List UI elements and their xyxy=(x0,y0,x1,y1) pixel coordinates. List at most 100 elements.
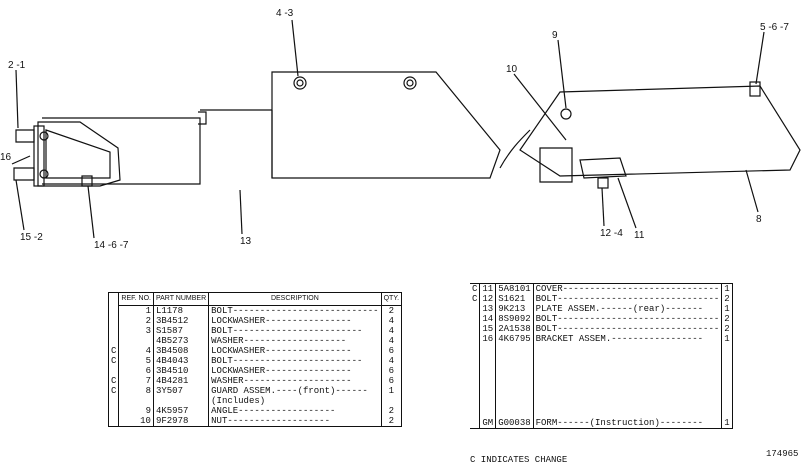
part-number: 4B4043 xyxy=(153,356,210,366)
callout-5-6-7: 5 -6 -7 xyxy=(760,22,789,33)
form-description: FORM------(Instruction)-------- xyxy=(533,418,723,429)
part-description: PLATE ASSEM.------(rear)------- xyxy=(533,304,723,314)
part-quantity xyxy=(381,396,401,406)
part-quantity: 1 xyxy=(388,386,395,396)
guard-center xyxy=(200,71,501,179)
part-description: LOCKWASHER---------------- xyxy=(208,346,382,356)
callout-15-2: 15 -2 xyxy=(20,232,43,243)
change-marker: C xyxy=(111,356,117,366)
part-description: BOLT------------------------------ xyxy=(533,294,723,304)
callout-8: 8 xyxy=(756,214,762,225)
exploded-view-drawing: 4 -3 5 -6 -7 2 -1 9 10 16 15 -2 14 -6 -7… xyxy=(0,8,801,251)
part-number: 2A1538 xyxy=(495,324,534,334)
part-number: 8S9092 xyxy=(495,314,534,324)
part-number: 3B4508 xyxy=(153,346,210,356)
table-filler-row xyxy=(470,344,733,418)
form-quantity: 1 xyxy=(721,418,733,429)
ref-number xyxy=(118,336,154,346)
ref-number: 1 xyxy=(118,305,154,316)
change-marker xyxy=(109,406,119,416)
ref-number: 9 xyxy=(118,406,154,416)
part-quantity: 4 xyxy=(388,356,395,366)
change-marker xyxy=(109,306,119,317)
bolt-9 xyxy=(560,108,572,120)
bracket-body xyxy=(45,129,111,179)
part-quantity: 1 xyxy=(721,334,733,344)
part-number: S1621 xyxy=(495,294,534,304)
part-quantity: 6 xyxy=(388,366,395,376)
change-marker: C xyxy=(111,386,117,396)
part-number: 3Y507 xyxy=(153,386,210,396)
part-description: BOLT------------------------------ xyxy=(533,324,723,334)
part-description: WASHER-------------------- xyxy=(208,376,382,386)
cover xyxy=(519,85,801,177)
part-description: BOLT------------------------ xyxy=(208,356,382,366)
part-number: 3B4510 xyxy=(153,366,210,376)
bolt-14 xyxy=(81,175,93,187)
change-marker xyxy=(470,314,480,324)
ref-number: 3 xyxy=(118,326,154,336)
part-quantity: 1 xyxy=(721,283,733,294)
ref-number: 13 xyxy=(479,304,497,314)
guard-hole-2 xyxy=(296,79,304,87)
part-quantity: 4 xyxy=(388,326,395,336)
part-quantity: 2 xyxy=(721,294,733,304)
part-description: ANGLE------------------ xyxy=(208,406,382,416)
bolt-upper xyxy=(15,129,35,143)
change-marker xyxy=(109,366,119,376)
part-description: BOLT------------------------------ xyxy=(533,314,723,324)
header-description: DESCRIPTION xyxy=(208,292,382,306)
part-number: 4K6795 xyxy=(495,334,534,344)
cover-inner xyxy=(539,147,573,183)
ref-number xyxy=(118,396,154,406)
change-marker xyxy=(109,416,119,427)
ref-number: 4 xyxy=(118,346,154,356)
callout-13: 13 xyxy=(240,236,252,247)
ref-number: 16 xyxy=(479,334,497,344)
callout-16: 16 xyxy=(0,152,12,163)
part-number: 9K213 xyxy=(495,304,534,314)
part-number: 3B4512 xyxy=(153,316,210,326)
cover-bracket xyxy=(579,157,627,179)
part-number: S1587 xyxy=(153,326,210,336)
change-marker: C xyxy=(111,346,117,356)
part-number: 4B4281 xyxy=(153,376,210,386)
callout-12-4: 12 -4 xyxy=(600,228,623,239)
change-marker xyxy=(109,316,119,326)
part-description: BRACKET ASSEM.----------------- xyxy=(533,334,723,344)
ref-number: 11 xyxy=(479,283,497,294)
part-description: WASHER------------------- xyxy=(208,336,382,346)
part-description: LOCKWASHER---------------- xyxy=(208,366,382,376)
bolt-lower xyxy=(13,167,35,181)
change-marker xyxy=(109,396,119,406)
callout-4-3: 4 -3 xyxy=(276,8,294,19)
bracket-plate xyxy=(33,125,45,187)
guard-hole-3 xyxy=(403,76,417,90)
part-quantity: 6 xyxy=(388,376,395,386)
guard-hole-4 xyxy=(406,79,414,87)
nut-upper xyxy=(39,131,49,141)
part-quantity: 2 xyxy=(721,324,733,334)
part-quantity: 4 xyxy=(388,336,395,346)
part-quantity: 2 xyxy=(388,406,395,416)
change-marker: C xyxy=(472,294,478,304)
bolt-5 xyxy=(749,81,761,97)
table-row: (Includes) xyxy=(109,396,402,406)
change-marker xyxy=(470,324,480,334)
callout-10: 10 xyxy=(506,64,518,75)
part-description: COVER----------------------------- xyxy=(533,283,723,294)
